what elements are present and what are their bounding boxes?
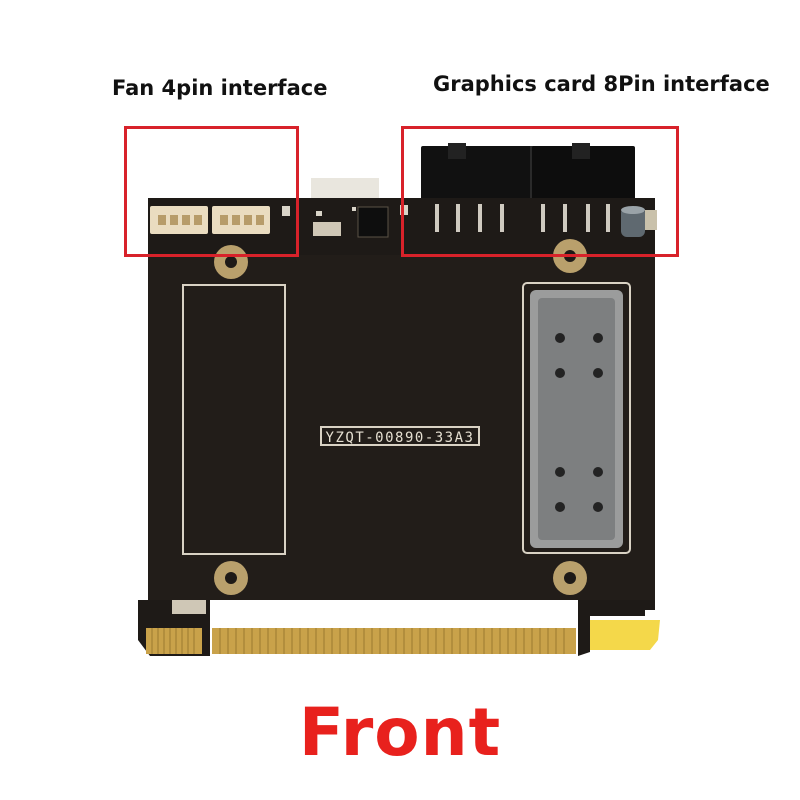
white-header xyxy=(311,178,379,198)
fan-interface-highlight xyxy=(124,126,299,257)
left-slot-outline xyxy=(182,284,286,555)
resistor-array xyxy=(172,600,206,614)
gpu-8pin-leads xyxy=(435,204,610,232)
metal-module xyxy=(522,282,631,554)
capacitor xyxy=(621,206,657,237)
yellow-tab xyxy=(590,620,660,650)
gpu-interface-label: Graphics card 8Pin interface xyxy=(433,72,770,96)
pcie-gold-fingers xyxy=(146,628,576,654)
gpu-interface-highlight xyxy=(401,126,679,257)
smd-components xyxy=(282,205,408,238)
pcb-part-number: YZQT-00890-33A3 xyxy=(320,426,480,446)
gpu-8pin-connectors xyxy=(421,143,635,206)
fan-interface-label: Fan 4pin interface xyxy=(112,76,328,100)
mounting-holes xyxy=(214,239,587,595)
side-label: Front xyxy=(298,694,502,771)
fan-4pin-connectors xyxy=(150,206,270,234)
